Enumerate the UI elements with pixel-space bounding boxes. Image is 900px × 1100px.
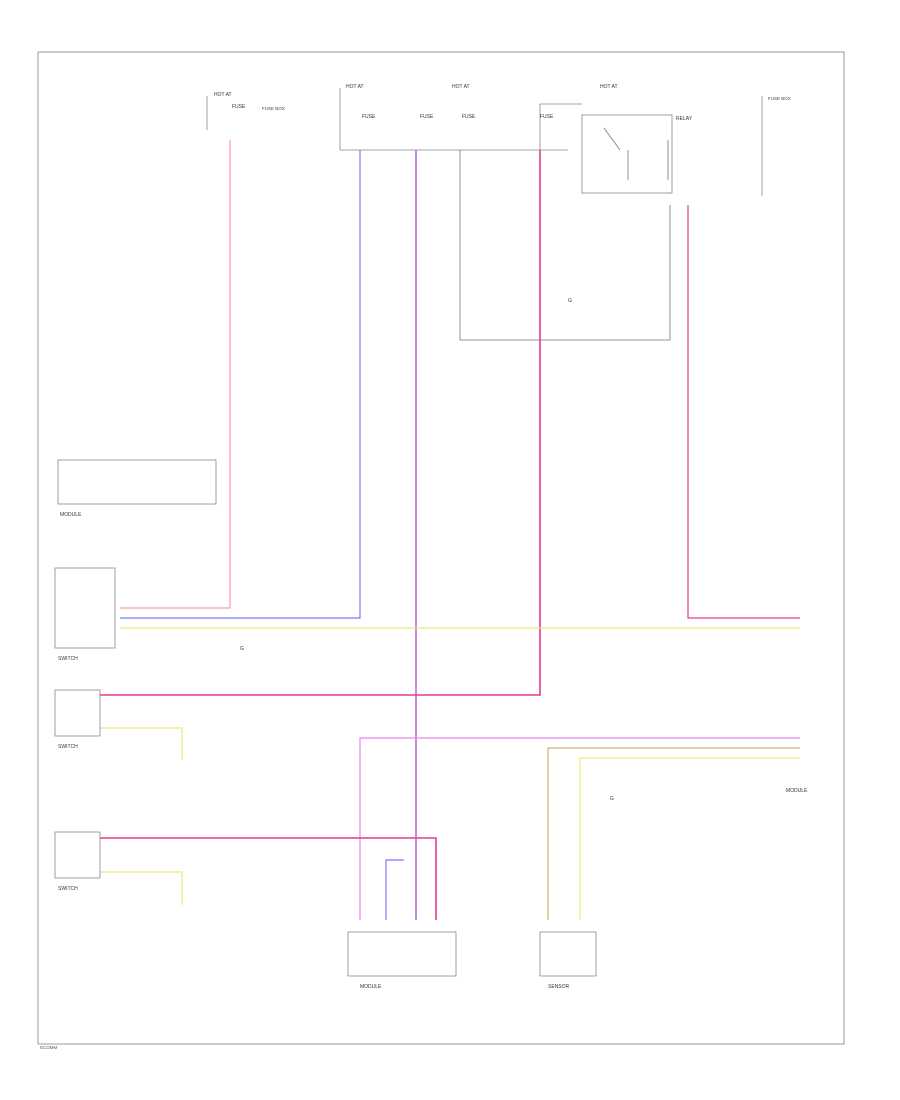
svg-text:FUSE: FUSE: [362, 114, 376, 120]
ground-loop: G: [459, 150, 671, 341]
module-bottom-right: SENSOR: [539, 931, 597, 990]
svg-text:HOT AT: HOT AT: [452, 84, 470, 90]
fuse-box-left: HOT AT FUSE FUSE BOX: [206, 92, 285, 130]
svg-text:SWITCH: SWITCH: [58, 886, 78, 892]
module-right: MODULE G G: [240, 646, 808, 802]
red-wire: [120, 140, 231, 609]
pink-wire: [100, 150, 541, 696]
svg-text:FUSE BOX: FUSE BOX: [262, 106, 285, 111]
svg-text:G: G: [568, 298, 572, 304]
svg-text:SWITCH: SWITCH: [58, 744, 78, 750]
footer-code: ECOMM: [40, 1045, 58, 1050]
svg-text:FUSE: FUSE: [420, 114, 434, 120]
svg-text:MODULE: MODULE: [360, 984, 382, 990]
diagram-frame: [37, 51, 845, 1045]
tan-wire-1: [547, 747, 800, 920]
svg-text:HOT AT: HOT AT: [600, 84, 618, 90]
svg-text:SWITCH: SWITCH: [58, 656, 78, 662]
svg-text:FUSE: FUSE: [462, 114, 476, 120]
svg-text:FUSE: FUSE: [232, 104, 246, 110]
svg-text:SENSOR: SENSOR: [548, 984, 570, 990]
fuse-box-center: HOT AT FUSE FUSE HOT AT FUSE FUSE: [339, 84, 568, 151]
bottom-pink-wire: [100, 837, 437, 920]
svg-text:G: G: [240, 646, 244, 652]
module-bottom-center: MODULE: [347, 931, 457, 990]
svg-text:FUSE: FUSE: [540, 114, 554, 120]
bottom-blue-wire: [385, 859, 404, 920]
yellow-stub-2: [100, 871, 183, 905]
tan-wire-2: [579, 757, 800, 920]
module-top-left: MODULE: [57, 459, 217, 518]
module-left-large: SWITCH: [54, 567, 116, 662]
yellow-stub-1: [100, 727, 183, 760]
svg-text:HOT AT: HOT AT: [214, 92, 232, 98]
relay-box: HOT AT RELAY: [539, 84, 693, 194]
svg-text:G: G: [610, 796, 614, 802]
svg-text:HOT AT: HOT AT: [346, 84, 364, 90]
relay-pink-wire: [687, 205, 800, 619]
magenta-wire: [359, 737, 800, 920]
svg-text:MODULE: MODULE: [786, 788, 808, 794]
svg-text:MODULE: MODULE: [60, 512, 82, 518]
blue-wire: [120, 150, 361, 619]
fuse-box-right: FUSE BOX: [761, 96, 791, 196]
svg-text:FUSE BOX: FUSE BOX: [768, 96, 791, 101]
svg-text:RELAY: RELAY: [676, 116, 693, 122]
module-left-bottom: SWITCH: [54, 831, 101, 892]
module-left-mid: SWITCH: [54, 689, 101, 750]
